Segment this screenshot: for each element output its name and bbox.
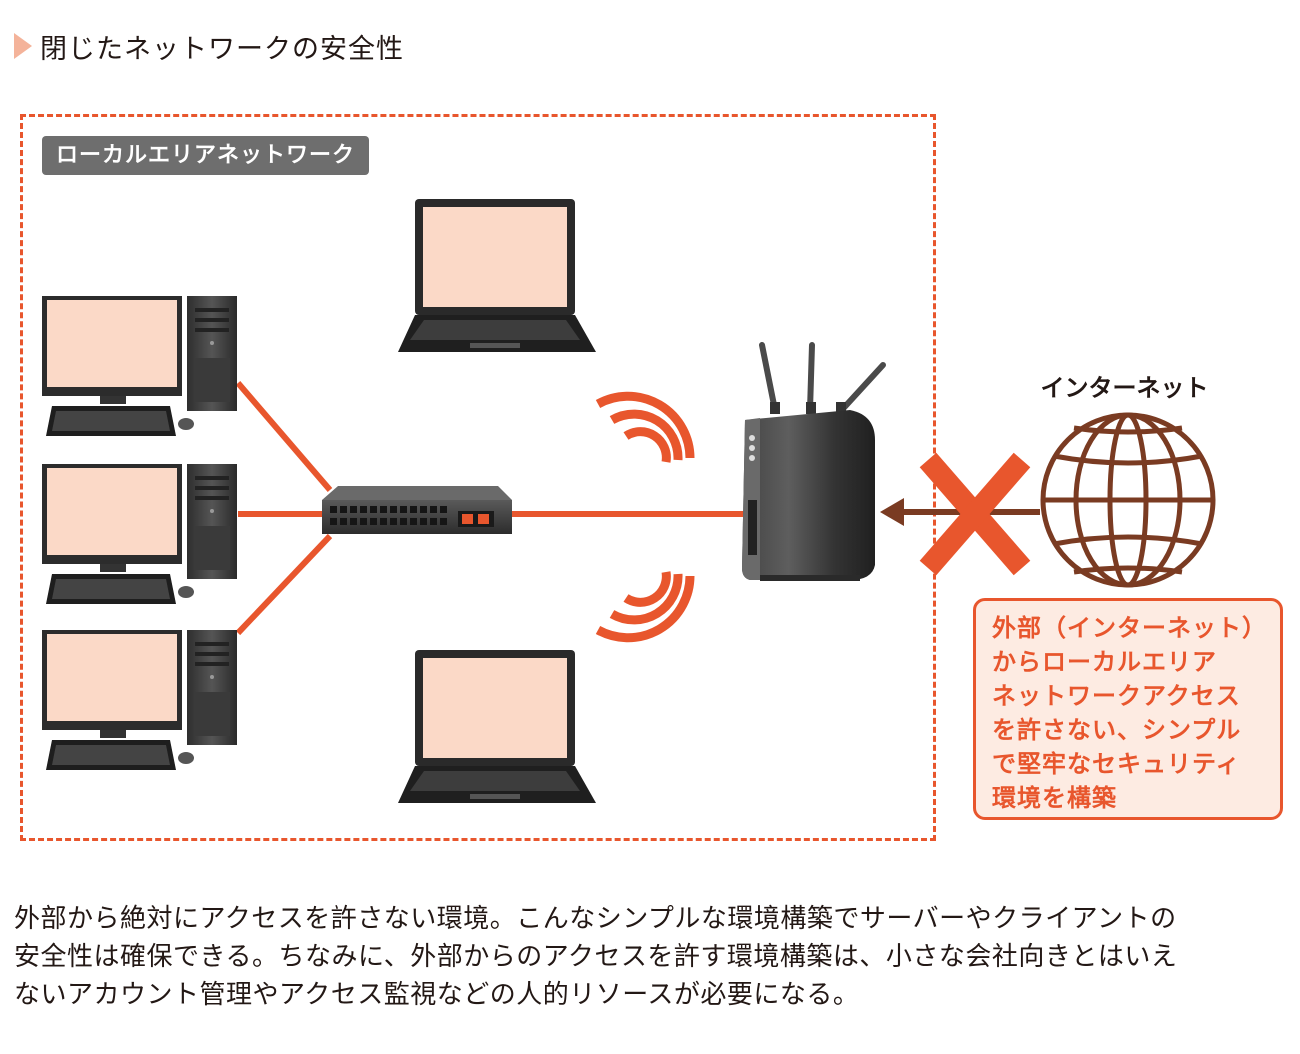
wireless-router xyxy=(742,342,886,581)
page-title: 閉じたネットワークの安全性 xyxy=(40,33,404,65)
wifi-waves-icon xyxy=(595,391,695,463)
cable-pc3 xyxy=(235,533,333,636)
cross-icon xyxy=(919,452,1031,576)
callout-line: 環境を構築 xyxy=(992,784,1117,812)
wifi-waves-bottom xyxy=(595,571,695,643)
globe-icon xyxy=(1040,412,1216,588)
laptop-icon xyxy=(398,199,596,352)
body-line: ないアカウント管理やアクセス監視などの人的リソースが必要になる。 xyxy=(14,980,860,1010)
lan-label: ローカルエリアネットワーク xyxy=(42,136,369,175)
triangle-marker-icon xyxy=(14,33,32,59)
wifi-waves-icon xyxy=(595,571,695,643)
desktop-pc-3 xyxy=(42,630,237,770)
desktop-pc-1 xyxy=(42,296,237,436)
wireless-router-icon xyxy=(742,342,886,581)
switch-hub xyxy=(322,486,512,534)
body-paragraph: 外部から絶対にアクセスを許さない環境。こんなシンプルな環境構築でサーバーやクライ… xyxy=(14,900,1300,1014)
callout-box: 外部（インターネット） からローカルエリア ネットワークアクセス を許さない、シ… xyxy=(973,598,1283,820)
body-line: 安全性は確保できる。ちなみに、外部からのアクセスを許す環境構築は、小さな会社向き… xyxy=(14,942,1178,972)
callout-line: を許さない、シンプル xyxy=(992,716,1242,744)
wifi-waves-top xyxy=(595,391,695,463)
switch-hub-icon xyxy=(322,486,512,534)
desktop-pc-icon xyxy=(42,296,237,436)
internet-label: インターネット xyxy=(1040,374,1209,402)
desktop-pc-icon xyxy=(42,464,237,604)
callout-line: で堅牢なセキュリティ xyxy=(992,750,1241,778)
page-heading: 閉じたネットワークの安全性 xyxy=(14,26,404,66)
laptop-icon xyxy=(398,650,596,803)
cables xyxy=(235,381,745,636)
laptop-top xyxy=(398,199,596,352)
desktop-pc-icon xyxy=(42,630,237,770)
cable-pc1 xyxy=(235,381,333,492)
callout-line: からローカルエリア xyxy=(992,648,1217,676)
laptop-bottom xyxy=(398,650,596,803)
callout-line: 外部（インターネット） xyxy=(992,614,1267,642)
body-line: 外部から絶対にアクセスを許さない環境。こんなシンプルな環境構築でサーバーやクライ… xyxy=(14,904,1177,934)
desktop-pc-2 xyxy=(42,464,237,604)
callout-line: ネットワークアクセス xyxy=(992,682,1241,710)
